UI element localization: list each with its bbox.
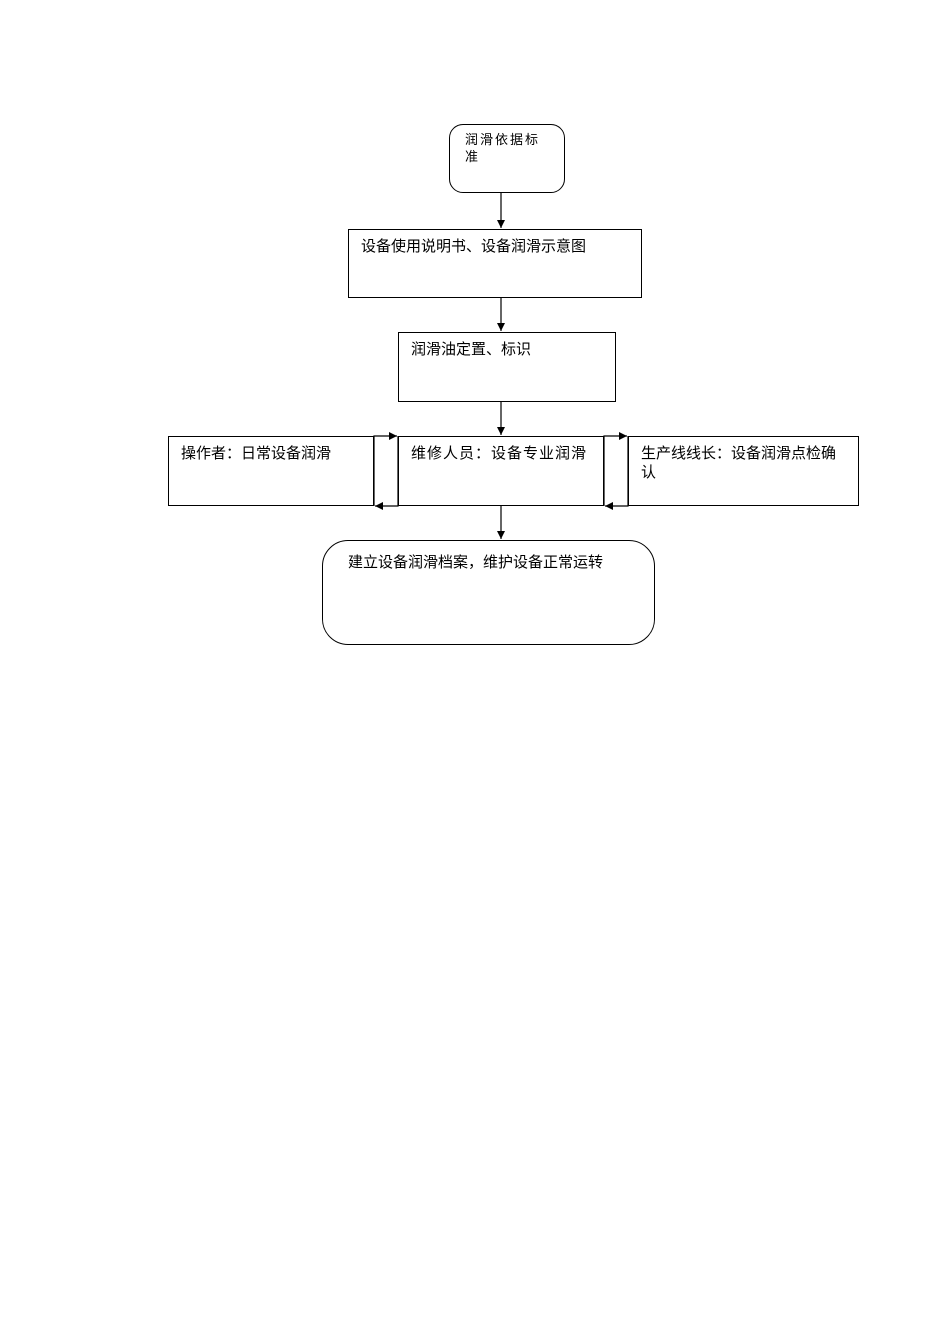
node-operator-daily-lubrication: 操作者：日常设备润滑 — [168, 436, 374, 506]
node-maintenance-professional-lubrication: 维修人员：设备专业润滑 — [398, 436, 604, 506]
node-lubrication-standard: 润滑依据标准 — [449, 124, 565, 193]
arrow-maintenance-to-operator — [375, 436, 399, 510]
node-lubrication-archive: 建立设备润滑档案，维护设备正常运转 — [322, 540, 655, 645]
arrow-operator-to-maintenance — [373, 432, 397, 506]
arrow-line-leader-to-maintenance — [605, 436, 629, 510]
node-oil-placement-labeling: 润滑油定置、标识 — [398, 332, 616, 402]
node-line-leader-inspection: 生产线线长：设备润滑点检确认 — [628, 436, 859, 506]
node-equipment-manual: 设备使用说明书、设备润滑示意图 — [348, 229, 642, 298]
arrow-maintenance-to-line-leader — [603, 432, 627, 506]
